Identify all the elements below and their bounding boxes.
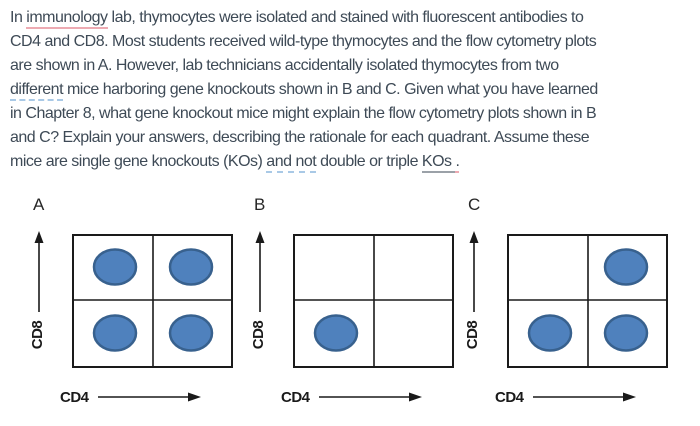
question-text-run: mice are single gene knockouts (KOs) — [10, 153, 267, 170]
question-line: CD4 and CD8. Most students received wild… — [10, 30, 698, 54]
question-text-run: lab, thymocytes were isolated and staine… — [107, 9, 584, 26]
question-text-run: and C? Explain your answers, describing … — [10, 129, 590, 146]
x-axis-arrowhead — [623, 392, 636, 402]
x-axis-label: CD4 — [495, 389, 525, 406]
question-line: and C? Explain your answers, describing … — [10, 126, 698, 150]
flagged-text-gray: KOs — [421, 153, 456, 173]
question-text-run: CD4 and CD8. Most students received wild… — [10, 33, 597, 50]
question-line: different mice harboring gene knockouts … — [10, 78, 698, 102]
y-axis-label: CD8 — [464, 321, 481, 350]
question-line: are shown in A. However, lab technicians… — [10, 54, 698, 78]
x-axis-label: CD4 — [60, 389, 90, 406]
cell-population-bottom-right — [603, 314, 649, 352]
question-text-run: double or triple — [316, 153, 422, 170]
flagged-text-blue: different — [10, 81, 64, 101]
question-text-run: In — [10, 9, 27, 26]
y-axis-arrowhead — [34, 231, 44, 243]
x-axis-label: CD4 — [281, 389, 311, 406]
plot-label: B — [254, 195, 266, 214]
cell-population-bottom-left — [313, 314, 359, 352]
flagged-text-pink: . — [455, 153, 460, 173]
cell-population-top-left — [92, 248, 138, 286]
question-text-run: are shown in A. However, lab technicians… — [10, 57, 559, 74]
x-axis-arrowhead — [409, 392, 422, 402]
flagged-text-pink: immunology — [26, 9, 108, 29]
question-line: mice are single gene knockouts (KOs) and… — [10, 150, 698, 174]
cell-population-bottom-left — [527, 314, 573, 352]
cell-population-bottom-left — [92, 314, 138, 352]
y-axis-arrowhead — [469, 231, 479, 243]
plot-label: A — [33, 195, 45, 214]
question-line: In immunology lab, thymocytes were isola… — [10, 6, 698, 30]
cell-population-top-right — [603, 248, 649, 286]
question-paragraph: In immunology lab, thymocytes were isola… — [10, 6, 698, 174]
question-text-run: mice harboring gene knockouts shown in B… — [63, 81, 598, 98]
question-text-run: in Chapter 8, what gene knockout mice mi… — [10, 105, 597, 122]
y-axis-label: CD8 — [29, 321, 46, 350]
flagged-text-blue: and not — [266, 153, 317, 173]
question-line: in Chapter 8, what gene knockout mice mi… — [10, 102, 698, 126]
cell-population-top-right — [168, 248, 214, 286]
cell-population-bottom-right — [168, 314, 214, 352]
y-axis-label: CD8 — [250, 321, 267, 350]
plot-label: C — [468, 195, 481, 214]
x-axis-arrowhead — [188, 392, 201, 402]
y-axis-arrowhead — [255, 231, 265, 243]
